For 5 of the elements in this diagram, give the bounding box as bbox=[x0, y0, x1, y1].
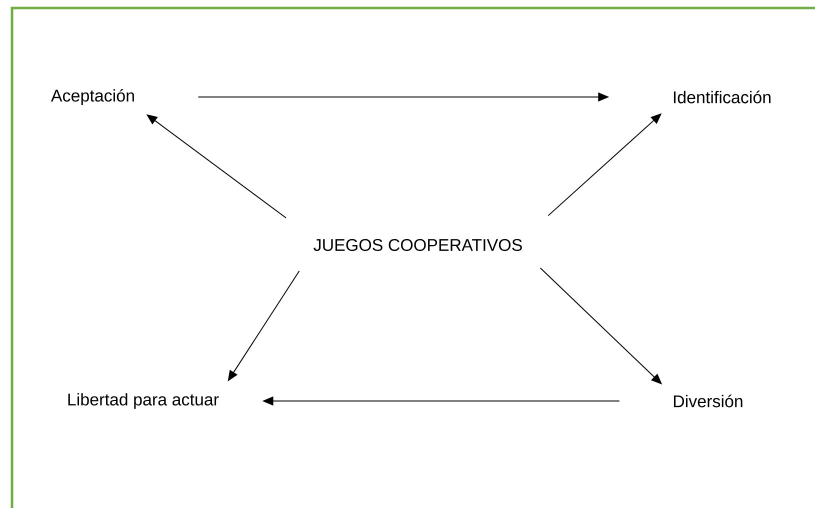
title-label: JUEGOS COOPERATIVOS bbox=[314, 238, 522, 252]
concept-label: Diversión bbox=[674, 394, 742, 408]
concept-label: Identificación bbox=[674, 90, 770, 104]
concept-label: Libertad para actuar bbox=[68, 393, 219, 409]
concept-label: Aceptación bbox=[50, 88, 134, 106]
